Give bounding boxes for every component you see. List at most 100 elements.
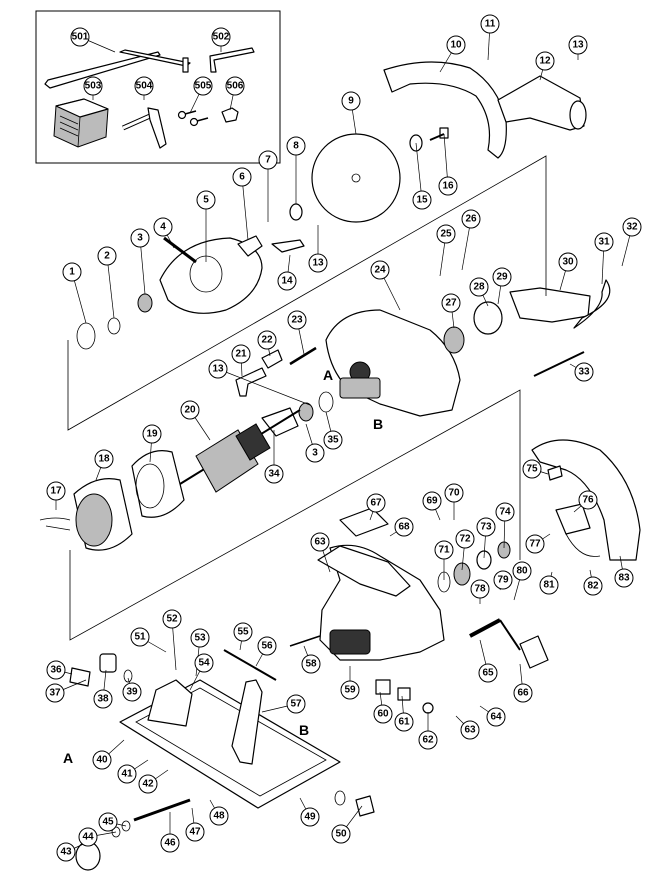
callout-number: 41 (121, 769, 133, 780)
callout-number: 13 (212, 364, 224, 375)
callout-501: 501 (70, 27, 116, 53)
callout-number: 37 (49, 688, 61, 699)
callout-bubble (70, 27, 90, 47)
callout-bubble (122, 682, 142, 702)
callout-13: 13 (208, 359, 311, 406)
callout-bubble (469, 277, 489, 297)
callout-number: 83 (618, 573, 630, 584)
callout-28: 28 (469, 277, 489, 307)
callout-number: 81 (543, 580, 555, 591)
callout-number: 30 (562, 257, 574, 268)
callout-number: 24 (374, 265, 386, 276)
part-27-gear (443, 326, 465, 354)
callout-number: 10 (450, 40, 462, 51)
callout-22: 22 (257, 330, 277, 357)
callout-number: 502 (213, 32, 230, 43)
callout-bubble (78, 827, 98, 847)
callout-18: 18 (94, 449, 114, 481)
part-22-lock-pin (261, 349, 283, 369)
callout-number: 1 (69, 267, 75, 278)
part-39-washer (123, 669, 133, 683)
callout-number: 54 (198, 658, 210, 669)
callout-36: 36 (46, 660, 73, 680)
callout-bubble (578, 490, 598, 510)
part-16-bolt (429, 127, 449, 141)
callout-number: 73 (480, 522, 492, 533)
callout-67: 67 (366, 493, 386, 521)
callout-74: 74 (495, 502, 515, 549)
callout-76: 76 (573, 490, 598, 513)
callout-41: 41 (117, 759, 149, 784)
callout-bubble (301, 654, 321, 674)
part-38-block (99, 653, 117, 673)
callout-number: 49 (304, 812, 316, 823)
callout-number: 13 (572, 40, 584, 51)
callout-bubble (257, 330, 277, 350)
part-17-lead-wires (39, 517, 71, 531)
callout-51: 51 (130, 627, 167, 653)
callout-number: 62 (422, 735, 434, 746)
callout-bubble (130, 627, 150, 647)
accessories-frame (35, 10, 281, 164)
part-75-switch-lock (547, 465, 563, 481)
part-504-clamp-knob (121, 107, 167, 149)
callout-82: 82 (583, 569, 603, 596)
part-56-bolt (223, 649, 277, 681)
callout-30: 30 (558, 252, 578, 291)
callout-33: 33 (569, 362, 594, 382)
callout-61: 61 (394, 695, 414, 732)
callout-number: 504 (136, 81, 153, 92)
callout-bubble (370, 260, 390, 280)
callout-number: 13 (312, 258, 324, 269)
callout-number: 16 (442, 181, 454, 192)
callout-46: 46 (160, 812, 180, 853)
callout-34: 34 (264, 430, 284, 484)
callout-56: 56 (255, 636, 277, 667)
callout-79: 79 (493, 570, 513, 591)
callout-50: 50 (331, 805, 363, 844)
part-35-washer (318, 391, 334, 413)
callout-bubble (162, 609, 182, 629)
callout-bubble (418, 730, 438, 750)
part-66-plug (499, 619, 549, 669)
callout-number: 4 (160, 222, 166, 233)
callout-4: 4 (153, 217, 175, 249)
part-82-wires (565, 533, 601, 557)
callout-15: 15 (412, 142, 432, 210)
callout-number: 5 (203, 195, 209, 206)
callout-number: 7 (265, 155, 271, 166)
callout-number: 43 (60, 847, 72, 858)
callout-54: 54 (189, 653, 214, 691)
callout-bubble (308, 253, 328, 273)
saw-blade-assembly (76, 61, 587, 350)
callout-bubble (455, 529, 475, 549)
callout-bubble (196, 190, 216, 210)
callout-bubble (513, 683, 533, 703)
callout-32: 32 (621, 217, 642, 267)
callout-bubble (130, 228, 150, 248)
part-8-washer (289, 203, 303, 221)
handle-assembly (531, 439, 641, 561)
callout-bubble (446, 35, 466, 55)
part-505-screws (177, 110, 209, 127)
callout-bubble (153, 217, 173, 237)
callout-number: 47 (189, 827, 201, 838)
callout-number: 55 (237, 627, 249, 638)
callout-504: 504 (134, 76, 154, 100)
callout-bubble (56, 842, 76, 862)
callout-bubble (394, 712, 414, 732)
callout-bubble (190, 628, 210, 648)
callout-number: 22 (261, 335, 273, 346)
callout-39: 39 (122, 677, 142, 702)
callout-bubble (512, 561, 532, 581)
callout-bubble (232, 167, 252, 187)
callout-number: 56 (261, 641, 273, 652)
callout-bubble (568, 35, 588, 55)
callout-number: 21 (235, 349, 247, 360)
callout-number: 9 (348, 96, 354, 107)
callout-bubble (160, 833, 180, 853)
part-9-saw-blade (311, 133, 401, 223)
callout-number: 78 (474, 584, 486, 595)
callout-44: 44 (78, 827, 117, 847)
